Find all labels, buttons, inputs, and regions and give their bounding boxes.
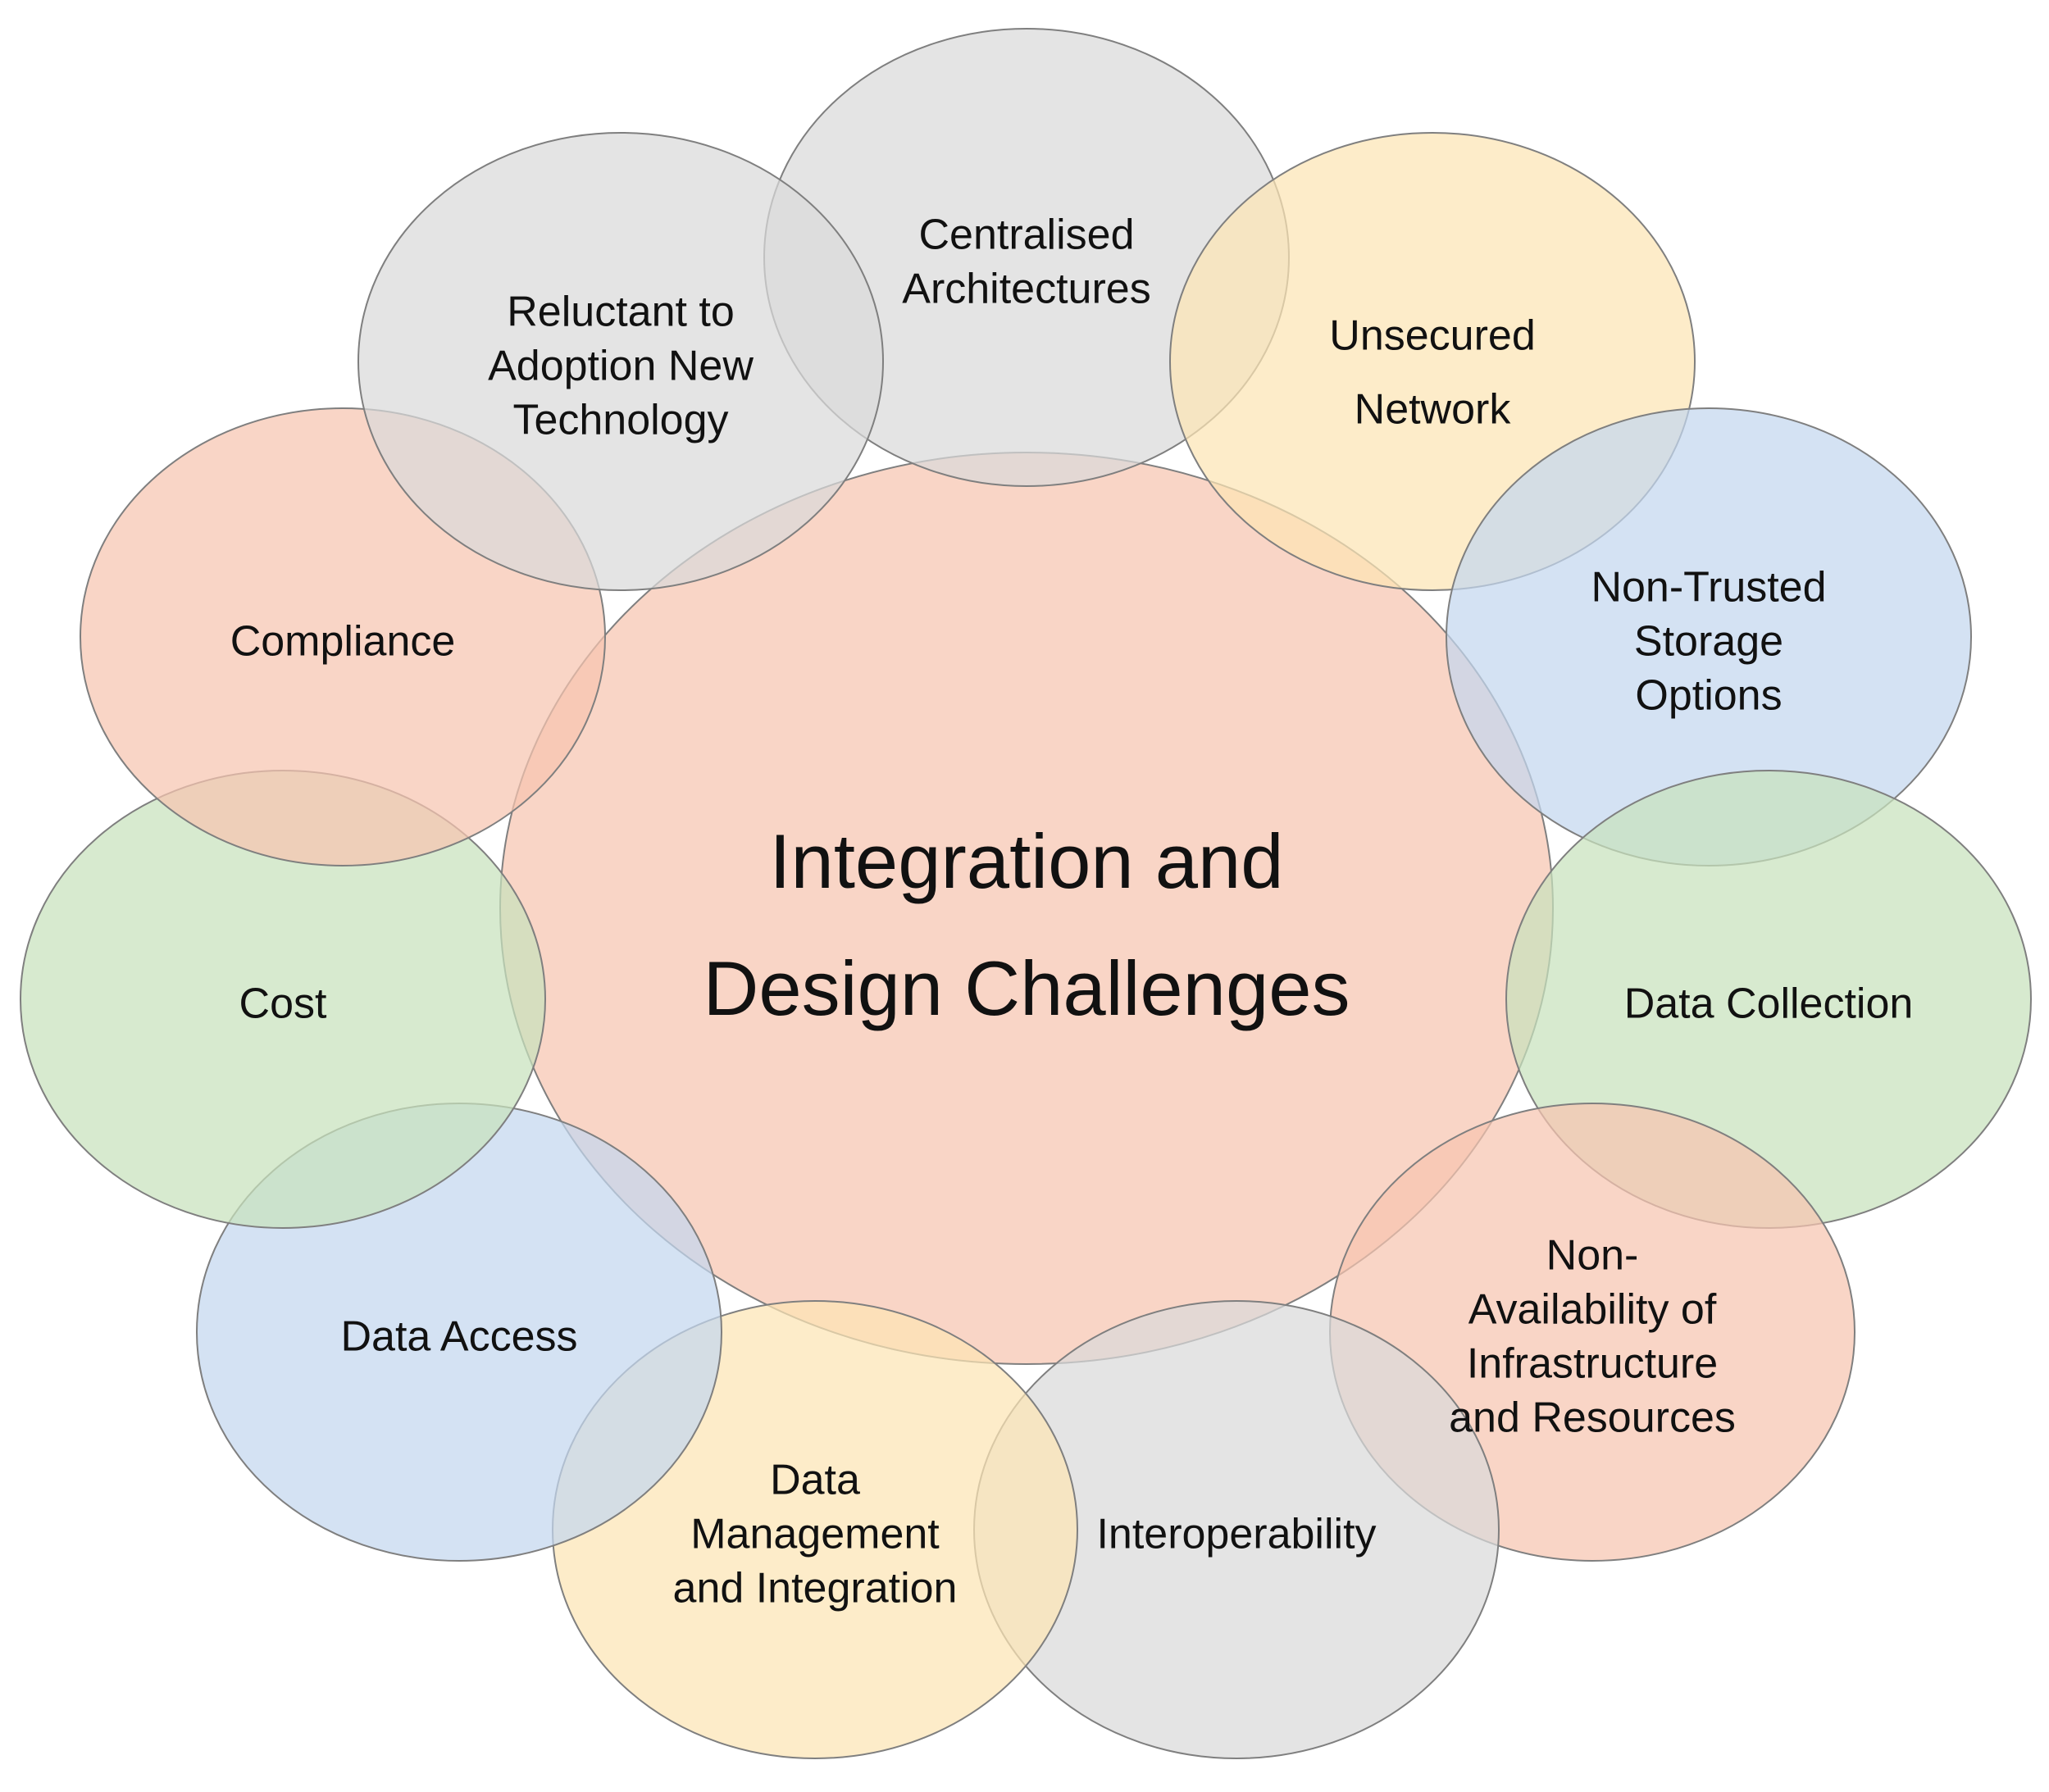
label-non-availability-line: Non-	[1546, 1231, 1639, 1279]
label-compliance: Compliance	[230, 617, 456, 665]
label-data-access: Data Access	[340, 1312, 577, 1360]
bubble-reluctant-adoption	[357, 132, 884, 591]
label-data-management-line: and Integration	[673, 1564, 958, 1612]
center-title-line: Integration and	[769, 818, 1283, 904]
label-interoperability-line: Interoperability	[1096, 1510, 1376, 1558]
label-unsecured-network-line: Network	[1355, 386, 1512, 434]
label-non-availability-line: and Resources	[1449, 1394, 1736, 1441]
label-centralised-architectures-line: Centralised	[918, 211, 1134, 258]
label-non-availability-line: Availability of	[1468, 1285, 1717, 1333]
label-data-access-line: Data Access	[340, 1312, 577, 1360]
label-compliance-line: Compliance	[230, 617, 456, 665]
label-non-availability-line: Infrastructure	[1467, 1339, 1718, 1387]
label-data-collection: Data Collection	[1624, 980, 1914, 1027]
label-cost-line: Cost	[239, 980, 327, 1027]
label-data-management-line: Management	[690, 1510, 940, 1558]
ellipses-layer	[20, 28, 2032, 1759]
label-reluctant-adoption-line: Reluctant to	[507, 288, 735, 335]
label-reluctant-adoption-line: Technology	[512, 396, 728, 443]
label-non-trusted-storage-line: Non-Trusted	[1591, 563, 1826, 611]
center-title-line: Design Challenges	[703, 945, 1350, 1031]
label-non-trusted-storage-line: Options	[1635, 671, 1782, 719]
label-data-collection-line: Data Collection	[1624, 980, 1914, 1027]
label-interoperability: Interoperability	[1096, 1510, 1376, 1558]
label-cost: Cost	[239, 980, 327, 1027]
label-data-management-line: Data	[770, 1456, 860, 1503]
label-reluctant-adoption-line: Adoption New	[488, 342, 754, 389]
label-unsecured-network-line: Unsecured	[1329, 312, 1535, 360]
label-centralised-architectures-line: Architectures	[902, 265, 1150, 312]
label-non-trusted-storage-line: Storage	[1634, 617, 1783, 665]
label-non-availability: Non- Availability of Infrastructure and Res…	[1449, 1231, 1736, 1441]
